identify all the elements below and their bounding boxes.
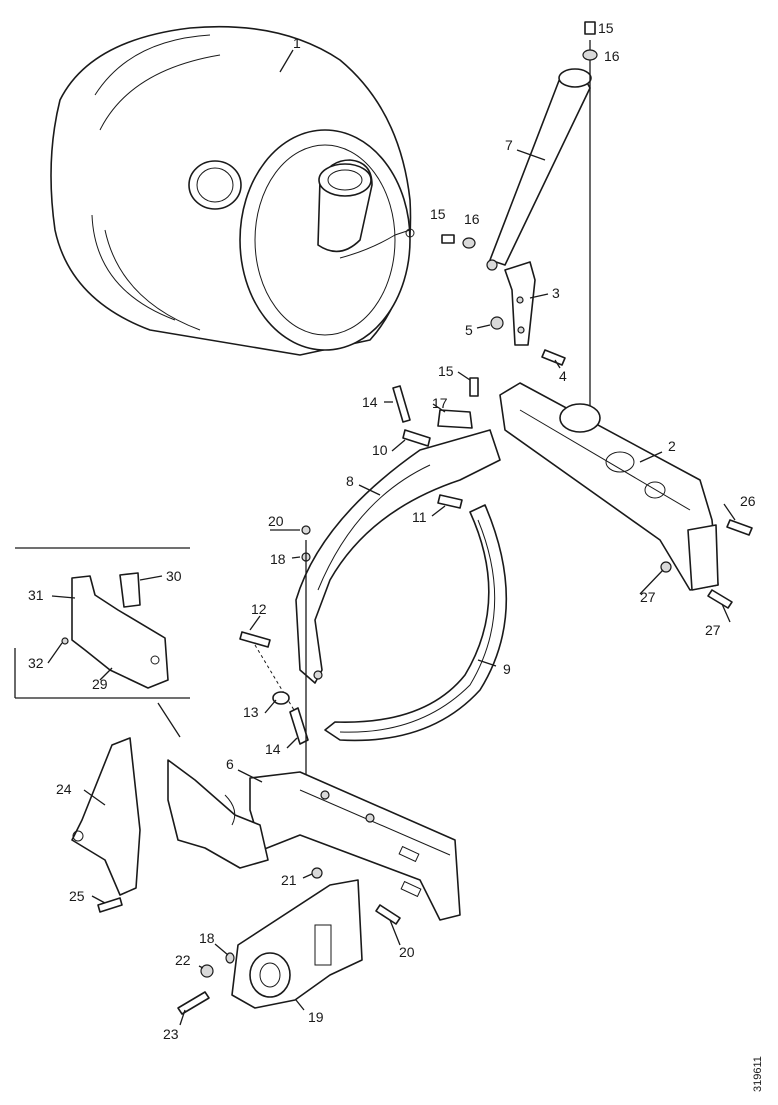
part-7-stay-rod [486, 68, 592, 271]
part-15-bolt-low [469, 377, 479, 397]
callout-31: 31 [28, 587, 44, 603]
part-21-nut [311, 867, 323, 879]
part-24-bracket [71, 737, 141, 896]
part-26-bolt [726, 519, 753, 536]
part-11-strap-bolt [437, 494, 463, 509]
callout-14-upper: 14 [362, 394, 378, 410]
part-9-lower-strap [324, 504, 508, 742]
part-5-nut [490, 316, 504, 330]
part-14-stud-lower [289, 707, 309, 745]
part-12-rod [239, 631, 271, 648]
callout-6: 6 [226, 756, 234, 772]
part-19-lower-bracket [231, 879, 363, 1009]
part-15-bolt-mid [441, 234, 455, 244]
callout-20-upper: 20 [268, 513, 284, 529]
callout-30: 30 [166, 568, 182, 584]
part-20-bolt-upper [301, 525, 311, 535]
part-16-washer-mid [462, 237, 476, 249]
callout-19: 19 [308, 1009, 324, 1025]
part-23-bolt [177, 991, 210, 1015]
callout-15-mid: 15 [430, 206, 446, 222]
callout-13: 13 [243, 704, 259, 720]
part-27-nut [660, 561, 672, 573]
callout-15-low: 15 [438, 363, 454, 379]
callout-25: 25 [69, 888, 85, 904]
part-27-bolt [707, 589, 733, 609]
callout-14-lower: 14 [265, 741, 281, 757]
part-4-bolt [541, 349, 566, 366]
figure-id: 319611 [752, 1056, 764, 1092]
callout-16-top: 16 [604, 48, 620, 64]
callout-1: 1 [293, 35, 301, 51]
callout-18-upper: 18 [270, 551, 286, 567]
callout-22: 22 [175, 952, 191, 968]
part-8-upper-strap [295, 429, 501, 684]
callout-20-lower: 20 [399, 944, 415, 960]
callout-32: 32 [28, 655, 44, 671]
part-1-silencer [50, 25, 415, 356]
part-28-bracket [167, 759, 269, 869]
callout-4: 4 [559, 368, 567, 384]
callout-7: 7 [505, 137, 513, 153]
callout-16-mid: 16 [464, 211, 480, 227]
part-16-washer-top [582, 49, 598, 61]
callout-8: 8 [346, 473, 354, 489]
part-17-plate [437, 409, 473, 429]
callout-27-left: 27 [640, 589, 656, 605]
callout-15-top: 15 [598, 20, 614, 36]
part-15-bolt-top [584, 21, 596, 35]
leader-lines [47, 49, 736, 1026]
callout-10: 10 [372, 442, 388, 458]
callout-29: 29 [92, 676, 108, 692]
callout-3: 3 [552, 285, 560, 301]
part-6-frame-bracket [249, 771, 461, 921]
callout-12: 12 [251, 601, 267, 617]
callout-26: 26 [740, 493, 756, 509]
part-14-stud-upper [392, 385, 411, 423]
callout-23: 23 [163, 1026, 179, 1042]
callout-21: 21 [281, 872, 297, 888]
part-25-bolt [97, 897, 123, 913]
part-10-clamp-bolt [402, 429, 431, 447]
callout-18-lower: 18 [199, 930, 215, 946]
part-2-mounting-rail [499, 382, 719, 591]
callout-17: 17 [432, 395, 448, 411]
callout-5: 5 [465, 322, 473, 338]
callouts: 1 2 3 4 5 6 7 8 9 10 11 12 13 14 14 15 1… [28, 20, 756, 1042]
callout-2: 2 [668, 438, 676, 454]
callout-27-right: 27 [705, 622, 721, 638]
part-18-washer-lower [225, 952, 235, 964]
part-13-washer [272, 691, 290, 705]
callout-24: 24 [56, 781, 72, 797]
part-20-bolt-lower [375, 904, 401, 925]
part-22-nut [200, 964, 214, 978]
callout-9: 9 [503, 661, 511, 677]
part-3-bracket [504, 261, 536, 346]
callout-11: 11 [412, 509, 427, 525]
inset-detail [14, 547, 190, 738]
